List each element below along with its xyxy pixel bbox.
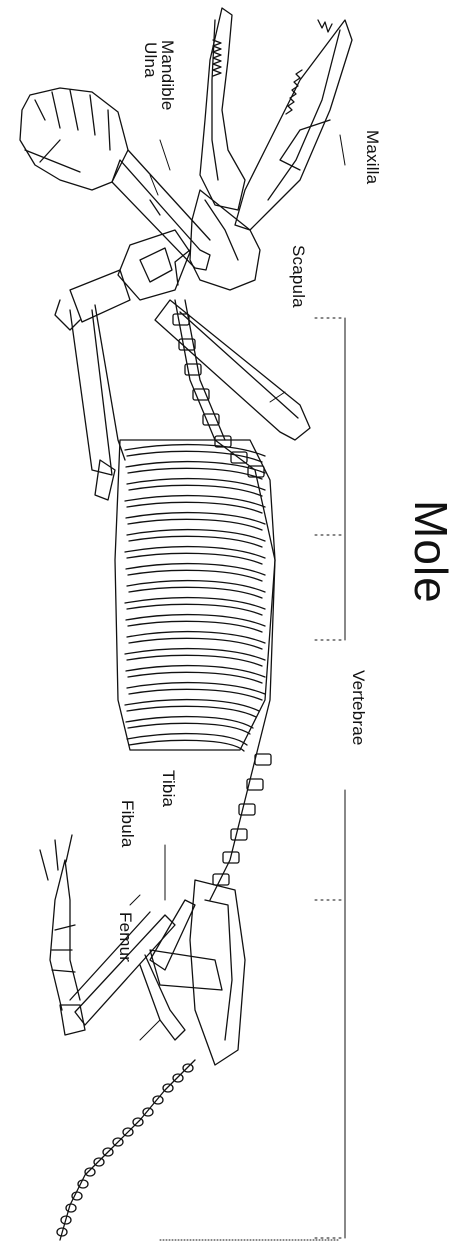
forelimb-ulna-radius (20, 88, 210, 270)
rib (127, 604, 262, 615)
tail-segment (94, 1158, 104, 1166)
tail-segment (163, 1084, 173, 1092)
rib (127, 655, 262, 666)
rib (128, 519, 262, 530)
scapula-bone (155, 300, 310, 440)
rib (127, 683, 265, 694)
rib (128, 570, 262, 581)
label-mandible: Mandible (157, 40, 177, 111)
vertebra (231, 829, 247, 840)
mandible-bone (200, 8, 245, 210)
label-vertebrae: Vertebrae (348, 670, 368, 746)
rib (125, 547, 265, 558)
tail-segment (78, 1180, 88, 1188)
rib (126, 564, 265, 575)
rib (127, 632, 265, 643)
tail-segment (153, 1096, 163, 1104)
label-maxilla: Maxilla (362, 130, 382, 184)
scapula-leader (270, 392, 285, 402)
vertebra (173, 314, 189, 325)
vertebra (255, 754, 271, 765)
rib (129, 587, 262, 598)
rib (127, 530, 265, 541)
rib (129, 689, 262, 700)
tail-segment (173, 1074, 183, 1082)
pelvis-bone (150, 880, 245, 1065)
femur-bone (140, 900, 195, 1040)
rib (126, 717, 253, 728)
maxilla-bone (235, 20, 352, 230)
label-fibula: Fibula (117, 800, 137, 848)
rib (125, 598, 265, 609)
rib (128, 672, 262, 683)
rib (126, 513, 265, 524)
rib (127, 581, 265, 592)
rib (127, 706, 256, 717)
label-scapula: Scapula (288, 245, 308, 308)
rib (126, 666, 265, 677)
rib (127, 479, 265, 490)
tail-segment (66, 1204, 76, 1212)
rib (129, 536, 262, 547)
ribcage (115, 440, 275, 751)
rib (128, 621, 262, 632)
diagram-title: Mole (404, 500, 458, 604)
femur-leader (140, 1020, 160, 1040)
rib (129, 485, 262, 496)
tail-segment (183, 1064, 193, 1072)
rib (125, 445, 265, 456)
rib (125, 700, 259, 711)
vertebra (213, 874, 229, 885)
rib (129, 638, 262, 649)
hind-foot-bones (40, 835, 80, 1010)
rib (126, 615, 265, 626)
tail-segment (143, 1108, 153, 1116)
rib (128, 723, 250, 734)
label-ulna: Ulna (140, 42, 160, 78)
label-tibia: Tibia (158, 770, 178, 807)
rib (125, 649, 265, 660)
label-femur: Femur (115, 912, 135, 962)
fibula-leader (130, 895, 140, 905)
rib (125, 496, 265, 507)
rib (128, 468, 262, 479)
rib (127, 553, 262, 564)
maxilla-leader (340, 135, 345, 165)
tail-segment (72, 1192, 82, 1200)
mandible-leader (160, 140, 170, 170)
rib (127, 502, 262, 513)
tail-vertebrae (57, 1060, 195, 1240)
front-leg-bones (55, 300, 125, 500)
